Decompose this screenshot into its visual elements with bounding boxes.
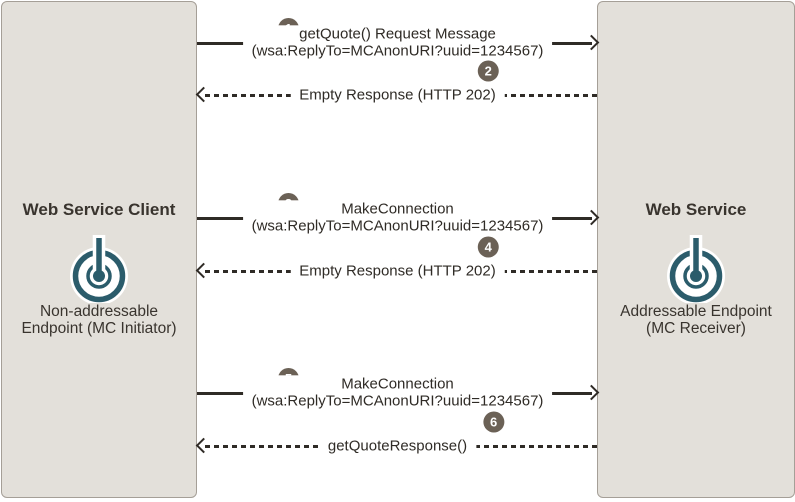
caption-line: Non-addressable <box>39 303 159 320</box>
message-line1: MakeConnection <box>341 375 454 393</box>
message-label: MakeConnection (wsa:ReplyTo=MCAnonURI?uu… <box>242 375 553 410</box>
message-line1: getQuoteResponse() <box>327 437 468 455</box>
step-badge: 6 <box>483 411 505 433</box>
arrowhead-left-icon <box>195 86 212 102</box>
caption-line: Addressable Endpoint <box>620 303 772 320</box>
message-label: MakeConnection (wsa:ReplyTo=MCAnonURI?uu… <box>242 200 553 235</box>
step-badge: 4 <box>477 236 499 258</box>
arrowhead-right-icon <box>583 209 600 225</box>
message-line2: (wsa:ReplyTo=MCAnonURI?uuid=1234567) <box>251 42 544 60</box>
message-line1: getQuote() Request Message <box>299 25 496 43</box>
caption-line: Endpoint (MC Initiator) <box>21 320 177 337</box>
service-endpoint-caption: Addressable Endpoint (MC Receiver) <box>598 303 794 337</box>
client-panel-title: Web Service Client <box>22 200 176 219</box>
message-line2: (wsa:ReplyTo=MCAnonURI?uuid=1234567) <box>251 392 544 410</box>
client-panel: Web Service Client Non-addressable Endpo… <box>1 1 197 498</box>
message-label: Empty Response (HTTP 202) 2 <box>290 60 505 104</box>
message-line1: Empty Response (HTTP 202) <box>299 86 496 104</box>
message-line1: Empty Response (HTTP 202) <box>299 262 496 280</box>
message-label: Empty Response (HTTP 202) 4 <box>290 236 505 280</box>
client-endpoint-caption: Non-addressable Endpoint (MC Initiator) <box>2 303 196 337</box>
service-panel: Web Service Addressable Endpoint (MC Rec… <box>597 1 795 498</box>
arrowhead-right-icon <box>583 384 600 400</box>
message-lane: 1 getQuote() Request Message (wsa:ReplyT… <box>195 0 600 502</box>
message-line2: (wsa:ReplyTo=MCAnonURI?uuid=1234567) <box>251 217 544 235</box>
arrowhead-right-icon <box>583 34 600 50</box>
client-endpoint-target-icon <box>70 235 128 303</box>
step-badge: 2 <box>477 60 499 82</box>
caption-line: (MC Receiver) <box>646 320 746 337</box>
service-panel-title: Web Service <box>645 200 747 219</box>
message-label: getQuote() Request Message (wsa:ReplyTo=… <box>242 25 553 60</box>
arrowhead-left-icon <box>195 262 212 278</box>
arrowhead-left-icon <box>195 437 212 453</box>
message-label: getQuoteResponse() 6 <box>318 411 505 455</box>
service-endpoint-target-icon <box>667 235 725 303</box>
message-line1: MakeConnection <box>341 200 454 218</box>
